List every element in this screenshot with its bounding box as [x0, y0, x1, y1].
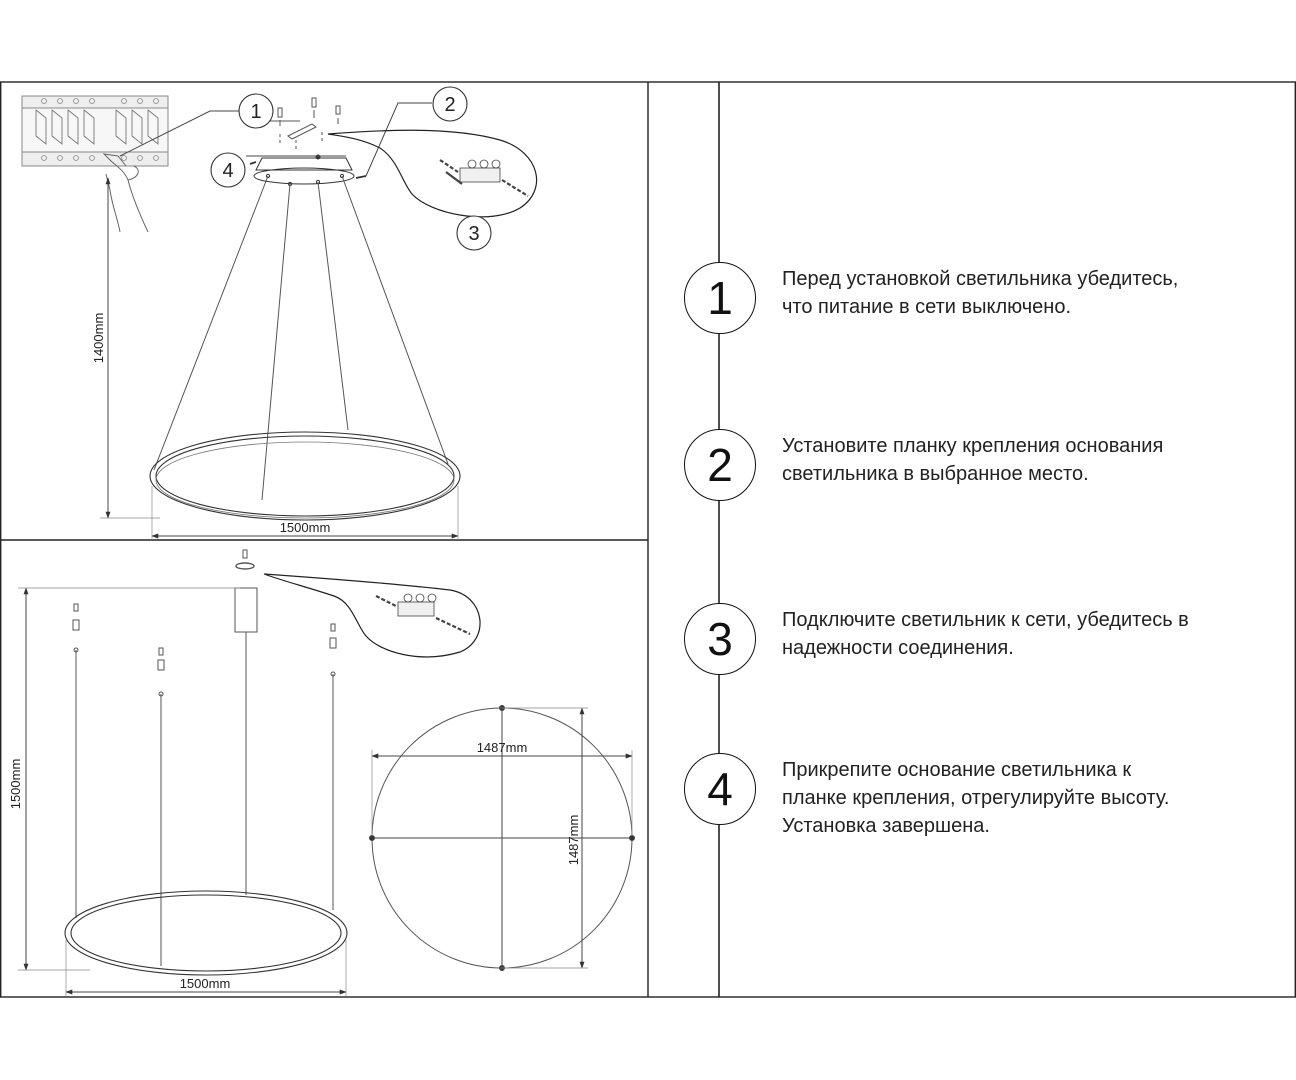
callout-4-label: 4: [222, 160, 233, 182]
canopy-icon: [255, 157, 353, 171]
step-4: 4 Прикрепите основание светильника к пла…: [684, 753, 1284, 837]
step-3-line-2: надежности соединения.: [782, 637, 1014, 659]
top-width-label: 1500mm: [280, 520, 331, 535]
step-1-text: Перед установкой светильника убедитесь, …: [782, 265, 1262, 321]
terminal-block-icon-2: [375, 593, 471, 635]
callout-1-label: 1: [250, 101, 261, 123]
ring-light-icon-2: [64, 890, 348, 976]
step-3-text: Подключите светильник к сети, убедитесь …: [782, 606, 1262, 662]
callout-3: 3: [456, 215, 492, 251]
callout-2: 2: [432, 86, 468, 122]
plan-width-label: 1487mm: [477, 740, 528, 755]
callout-3-label: 3: [468, 223, 479, 245]
step-3-number: 3: [684, 603, 756, 675]
step-4-text: Прикрепите основание светильника к планк…: [782, 756, 1262, 840]
step-1-line-1: Перед установкой светильника убедитесь,: [782, 268, 1179, 290]
step-4-line-3: Установка завершена.: [782, 815, 990, 837]
breaker-panel-icon: [21, 95, 169, 233]
bottom-diagram: [18, 549, 481, 996]
step-2-line-2: светильника в выбранное место.: [782, 463, 1089, 485]
callout-4: 4: [210, 152, 246, 188]
step-4-number: 4: [684, 753, 756, 825]
bottom-width-label: 1500mm: [180, 976, 231, 991]
step-1-number: 1: [684, 262, 756, 334]
step-3: 3 Подключите светильник к сети, убедитес…: [684, 603, 1284, 683]
step-1: 1 Перед установкой светильника убедитесь…: [684, 262, 1284, 342]
plan-view: [369, 705, 635, 971]
callout-1: 1: [238, 93, 274, 129]
ring-light-icon: [149, 431, 461, 521]
callout-2-label: 2: [444, 94, 455, 116]
frame: [0, 81, 1296, 998]
plan-height-label: 1487mm: [566, 815, 581, 866]
step-2: 2 Установите планку крепления основания …: [684, 429, 1284, 509]
top-diagram: [21, 95, 538, 540]
step-2-number: 2: [684, 429, 756, 501]
step-3-line-1: Подключите светильник к сети, убедитесь …: [782, 609, 1189, 631]
mounting-hardware-icon: [261, 97, 341, 150]
step-1-line-2: что питание в сети выключено.: [782, 296, 1071, 318]
step-2-text: Установите планку крепления основания св…: [782, 432, 1262, 488]
step-4-line-2: планке крепления, отрегулируйте высоту.: [782, 787, 1170, 809]
top-height-label: 1400mm: [91, 313, 106, 364]
step-4-line-1: Прикрепите основание светильника к: [782, 759, 1132, 781]
step-2-line-1: Установите планку крепления основания: [782, 435, 1164, 457]
bottom-height-label: 1500mm: [8, 759, 23, 810]
terminal-block-icon: [439, 159, 529, 197]
